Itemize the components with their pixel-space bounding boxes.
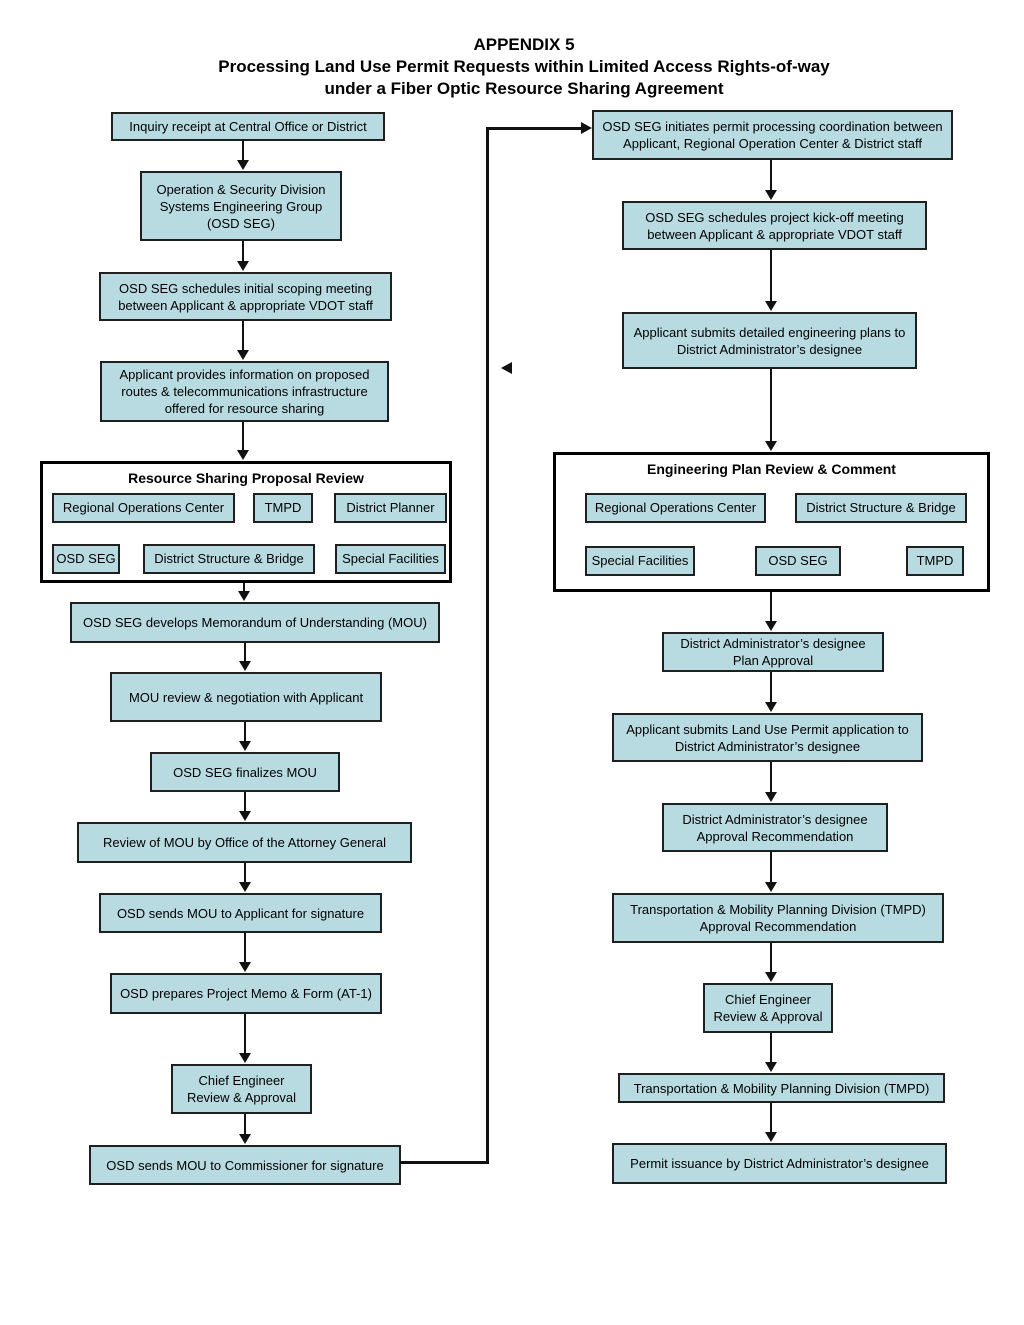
flow-arrow-down <box>765 369 777 451</box>
flow-arrow-down <box>765 943 777 982</box>
flow-box-osd-develops-mou: OSD SEG develops Memorandum of Understan… <box>70 602 440 643</box>
plan-review-member-regional-operations-center: Regional Operations Center <box>585 493 766 523</box>
flow-arrow-down <box>238 583 250 601</box>
flow-arrow-down <box>239 792 251 821</box>
resource-sharing-review-title: Resource Sharing Proposal Review <box>128 470 364 486</box>
flow-arrow-down <box>239 933 251 972</box>
title-main: Processing Land Use Permit Requests with… <box>218 57 830 76</box>
flow-box-chief-engineer-right: Chief Engineer Review & Approval <box>703 983 833 1033</box>
flow-arrow-down <box>765 160 777 200</box>
flow-box-project-memo-form: OSD prepares Project Memo & Form (AT-1) <box>110 973 382 1014</box>
flow-arrow-down <box>239 863 251 892</box>
flow-box-engineering-plans-submit: Applicant submits detailed engineering p… <box>622 312 917 369</box>
flow-arrow-down <box>237 140 249 170</box>
flow-box-tmpd-division: Transportation & Mobility Planning Divis… <box>618 1073 945 1103</box>
flow-arrow-down <box>765 1103 777 1142</box>
review-member-district-structure-bridge: District Structure & Bridge <box>143 544 315 574</box>
review-member-special-facilities: Special Facilities <box>335 544 446 574</box>
connector-top-segment <box>486 127 581 130</box>
flow-box-chief-engineer-left: Chief Engineer Review & Approval <box>171 1064 312 1114</box>
flow-box-inquiry-receipt: Inquiry receipt at Central Office or Dis… <box>111 112 385 141</box>
flow-arrow-down <box>237 321 249 360</box>
plan-review-member-special-facilities: Special Facilities <box>585 546 695 576</box>
flow-arrow-down <box>237 422 249 460</box>
review-member-osd-seg: OSD SEG <box>52 544 120 574</box>
review-member-tmpd: TMPD <box>253 493 313 523</box>
flow-box-tmpd-approval-recommendation: Transportation & Mobility Planning Divis… <box>612 893 944 943</box>
plan-review-member-osd-seg: OSD SEG <box>755 546 841 576</box>
plan-review-member-tmpd: TMPD <box>906 546 964 576</box>
flow-box-land-use-permit-application: Applicant submits Land Use Permit applic… <box>612 713 923 762</box>
plan-review-member-district-structure-bridge: District Structure & Bridge <box>795 493 967 523</box>
flow-box-osd-seg-group: Operation & Security Division Systems En… <box>140 171 342 241</box>
flow-box-initial-scoping-meeting: OSD SEG schedules initial scoping meetin… <box>99 272 392 321</box>
flow-arrow-down <box>239 1014 251 1063</box>
engineering-plan-review-title: Engineering Plan Review & Comment <box>647 461 896 477</box>
arrow-left-icon <box>501 362 512 374</box>
flow-arrow-down <box>237 241 249 271</box>
flow-arrow-down <box>239 643 251 671</box>
page-title: APPENDIX 5 Processing Land Use Permit Re… <box>12 34 1024 100</box>
flow-arrow-down <box>765 1033 777 1072</box>
flow-box-attorney-general-review: Review of MOU by Office of the Attorney … <box>77 822 412 863</box>
flow-arrow-down <box>765 852 777 892</box>
flow-arrow-down <box>239 722 251 751</box>
connector-bottom-segment <box>400 1161 487 1164</box>
flow-box-permit-issuance: Permit issuance by District Administrato… <box>612 1143 947 1184</box>
title-sub: under a Fiber Optic Resource Sharing Agr… <box>324 79 724 98</box>
flow-box-mou-to-commissioner: OSD sends MOU to Commissioner for signat… <box>89 1145 401 1185</box>
flow-arrow-down <box>765 672 777 712</box>
flow-arrow-down <box>765 762 777 802</box>
resource-sharing-review-panel: Resource Sharing Proposal Review Regiona… <box>40 461 452 583</box>
flow-box-permit-coordination: OSD SEG initiates permit processing coor… <box>592 110 953 160</box>
review-member-regional-operations-center: Regional Operations Center <box>52 493 235 523</box>
flow-box-mou-to-applicant: OSD sends MOU to Applicant for signature <box>99 893 382 933</box>
title-appendix: APPENDIX 5 <box>473 35 575 54</box>
flow-arrow-down <box>239 1114 251 1144</box>
flow-arrow-down <box>765 592 777 631</box>
arrow-right-icon <box>581 122 592 134</box>
flow-box-mou-review-negotiation: MOU review & negotiation with Applicant <box>110 672 382 722</box>
flow-box-osd-finalizes-mou: OSD SEG finalizes MOU <box>150 752 340 792</box>
engineering-plan-review-panel: Engineering Plan Review & Comment Region… <box>553 452 990 592</box>
flow-box-kickoff-meeting: OSD SEG schedules project kick-off meeti… <box>622 201 927 250</box>
flow-arrow-down <box>765 250 777 311</box>
flow-box-applicant-provides-info: Applicant provides information on propos… <box>100 361 389 422</box>
review-member-district-planner: District Planner <box>334 493 447 523</box>
flow-box-designee-approval-recommendation: District Administrator’s designee Approv… <box>662 803 888 852</box>
connector-vertical-segment <box>486 127 489 1164</box>
flow-box-plan-approval: District Administrator’s designee Plan A… <box>662 632 884 672</box>
